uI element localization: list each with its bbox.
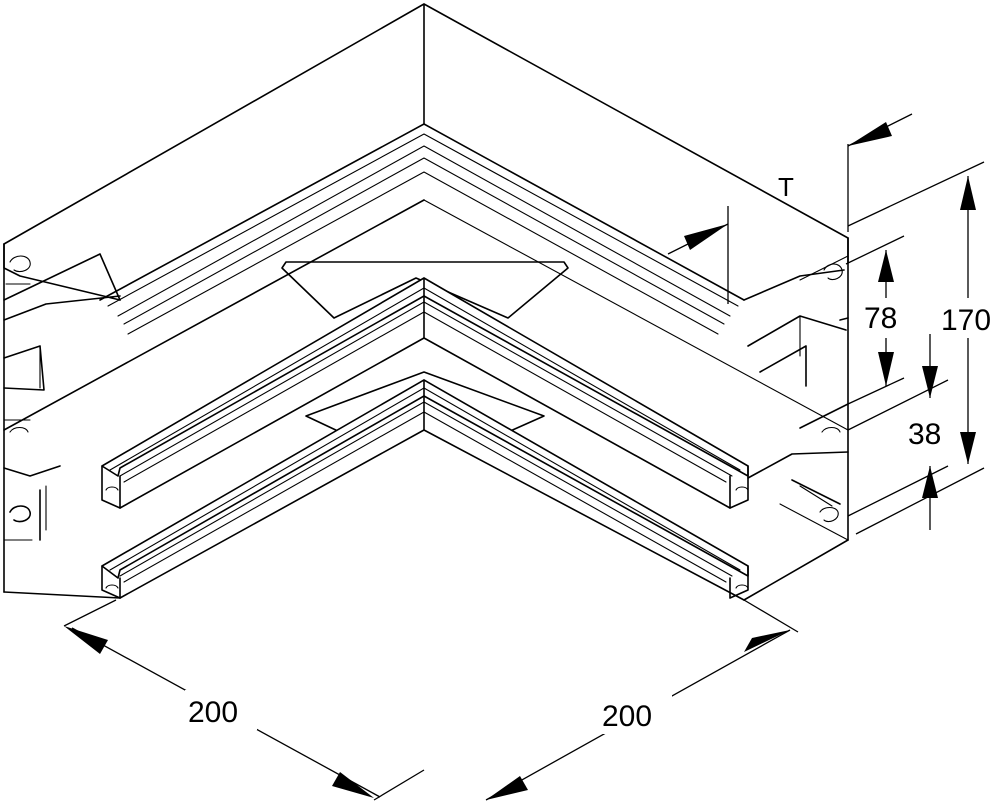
duct-base <box>3 199 849 601</box>
top-cover <box>3 3 849 335</box>
dimension-label-right-200: 200 <box>602 700 652 733</box>
dimension-right-200: 200 <box>485 599 799 801</box>
left-end-profile <box>3 243 121 599</box>
dimension-left-200: 200 <box>63 599 425 801</box>
lower-divider-rail <box>101 379 749 599</box>
dimension-170: 170 <box>847 161 1000 535</box>
dimension-t: T <box>667 113 913 304</box>
right-end-profile <box>743 237 849 601</box>
upper-corner-plate <box>281 261 569 319</box>
dimension-label-t: T <box>778 172 794 202</box>
dimension-label-left-200: 200 <box>188 696 238 729</box>
dimension-label-170: 170 <box>941 304 991 337</box>
upper-divider-rail <box>101 277 749 509</box>
dimension-label-38: 38 <box>908 418 941 451</box>
dimension-78: 78 <box>845 235 912 405</box>
dimension-38: 38 <box>847 334 956 530</box>
dimension-label-78: 78 <box>864 302 897 335</box>
